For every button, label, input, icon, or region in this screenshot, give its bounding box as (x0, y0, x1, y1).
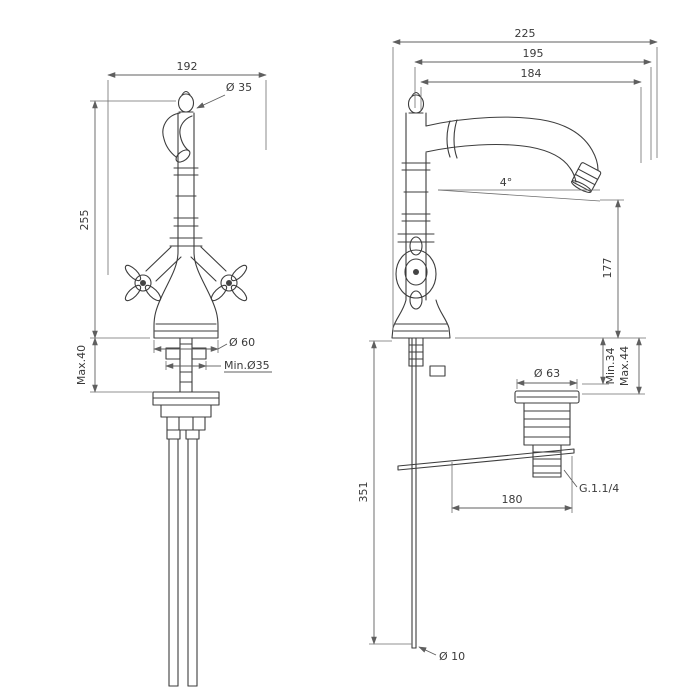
dim-front-width: 192 (107, 60, 267, 275)
side-view: 225 195 184 4° 177 (357, 27, 658, 663)
dim-front-hole-diameter: Min.Ø35 (165, 359, 272, 373)
dim-drain-deck-range: Min.34 Max.44 (582, 337, 645, 395)
dim-label-195: 195 (523, 47, 544, 60)
dim-label-225: 225 (515, 27, 536, 40)
dim-label-dia35: Ø 35 (226, 81, 252, 94)
spout-aerator (571, 162, 602, 193)
front-view: 192 Ø 35 255 Max.40 Ø 60 (75, 60, 272, 687)
front-right-cross-handle (190, 246, 248, 302)
dim-front-base-diameter: Ø 60 (153, 336, 255, 353)
dim-side-spout-reach: 184 (420, 67, 642, 163)
drain-assembly (514, 390, 580, 478)
dim-front-deck-thickness: Max.40 (75, 337, 152, 393)
dim-label-min34: Min.34 (604, 347, 617, 384)
dim-label-min-dia35: Min.Ø35 (224, 359, 270, 372)
dim-label-184: 184 (521, 67, 542, 80)
dim-label-g114: G.1.1/4 (579, 482, 619, 495)
dim-label-4deg: 4° (500, 176, 513, 189)
dim-label-177: 177 (601, 258, 614, 279)
dim-label-351: 351 (357, 482, 370, 503)
side-shank-and-rod (397, 337, 575, 649)
dim-label-192: 192 (177, 60, 198, 73)
dim-label-dia60: Ø 60 (229, 336, 255, 349)
side-cross-handle (395, 236, 437, 310)
front-body-column (169, 112, 203, 253)
dim-spout-angle: 4° (437, 176, 601, 202)
side-base (391, 299, 451, 339)
dim-label-max44: Max.44 (618, 346, 631, 386)
front-supply-hoses (168, 438, 198, 687)
dim-rod-diameter: Ø 10 (418, 646, 465, 663)
dim-drain-diameter: Ø 63 (516, 367, 578, 389)
side-body-column (397, 91, 435, 301)
dim-label-180: 180 (502, 493, 523, 506)
front-mounting-hardware (152, 337, 220, 440)
dim-spout-height: 177 (455, 199, 646, 339)
dim-side-mid-depth: 195 (414, 47, 652, 160)
dim-label-dia63: Ø 63 (534, 367, 560, 380)
dim-label-dia10: Ø 10 (439, 650, 465, 663)
dim-front-spout-diameter: Ø 35 (196, 81, 252, 109)
front-left-cross-handle (124, 246, 182, 302)
dim-label-max40: Max.40 (75, 345, 88, 385)
front-spout (162, 90, 195, 163)
front-base (153, 251, 219, 339)
dim-drain-thread: G.1.1/4 (563, 469, 619, 495)
dim-rod-length: 351 (357, 340, 412, 645)
dim-drain-offset: 180 (451, 456, 573, 513)
pop-up-linkage-rod (397, 448, 575, 471)
side-spout (425, 116, 602, 193)
dim-side-overall-depth: 225 (392, 27, 658, 330)
dim-label-255: 255 (78, 210, 91, 231)
dim-front-height: 255 (78, 100, 176, 339)
